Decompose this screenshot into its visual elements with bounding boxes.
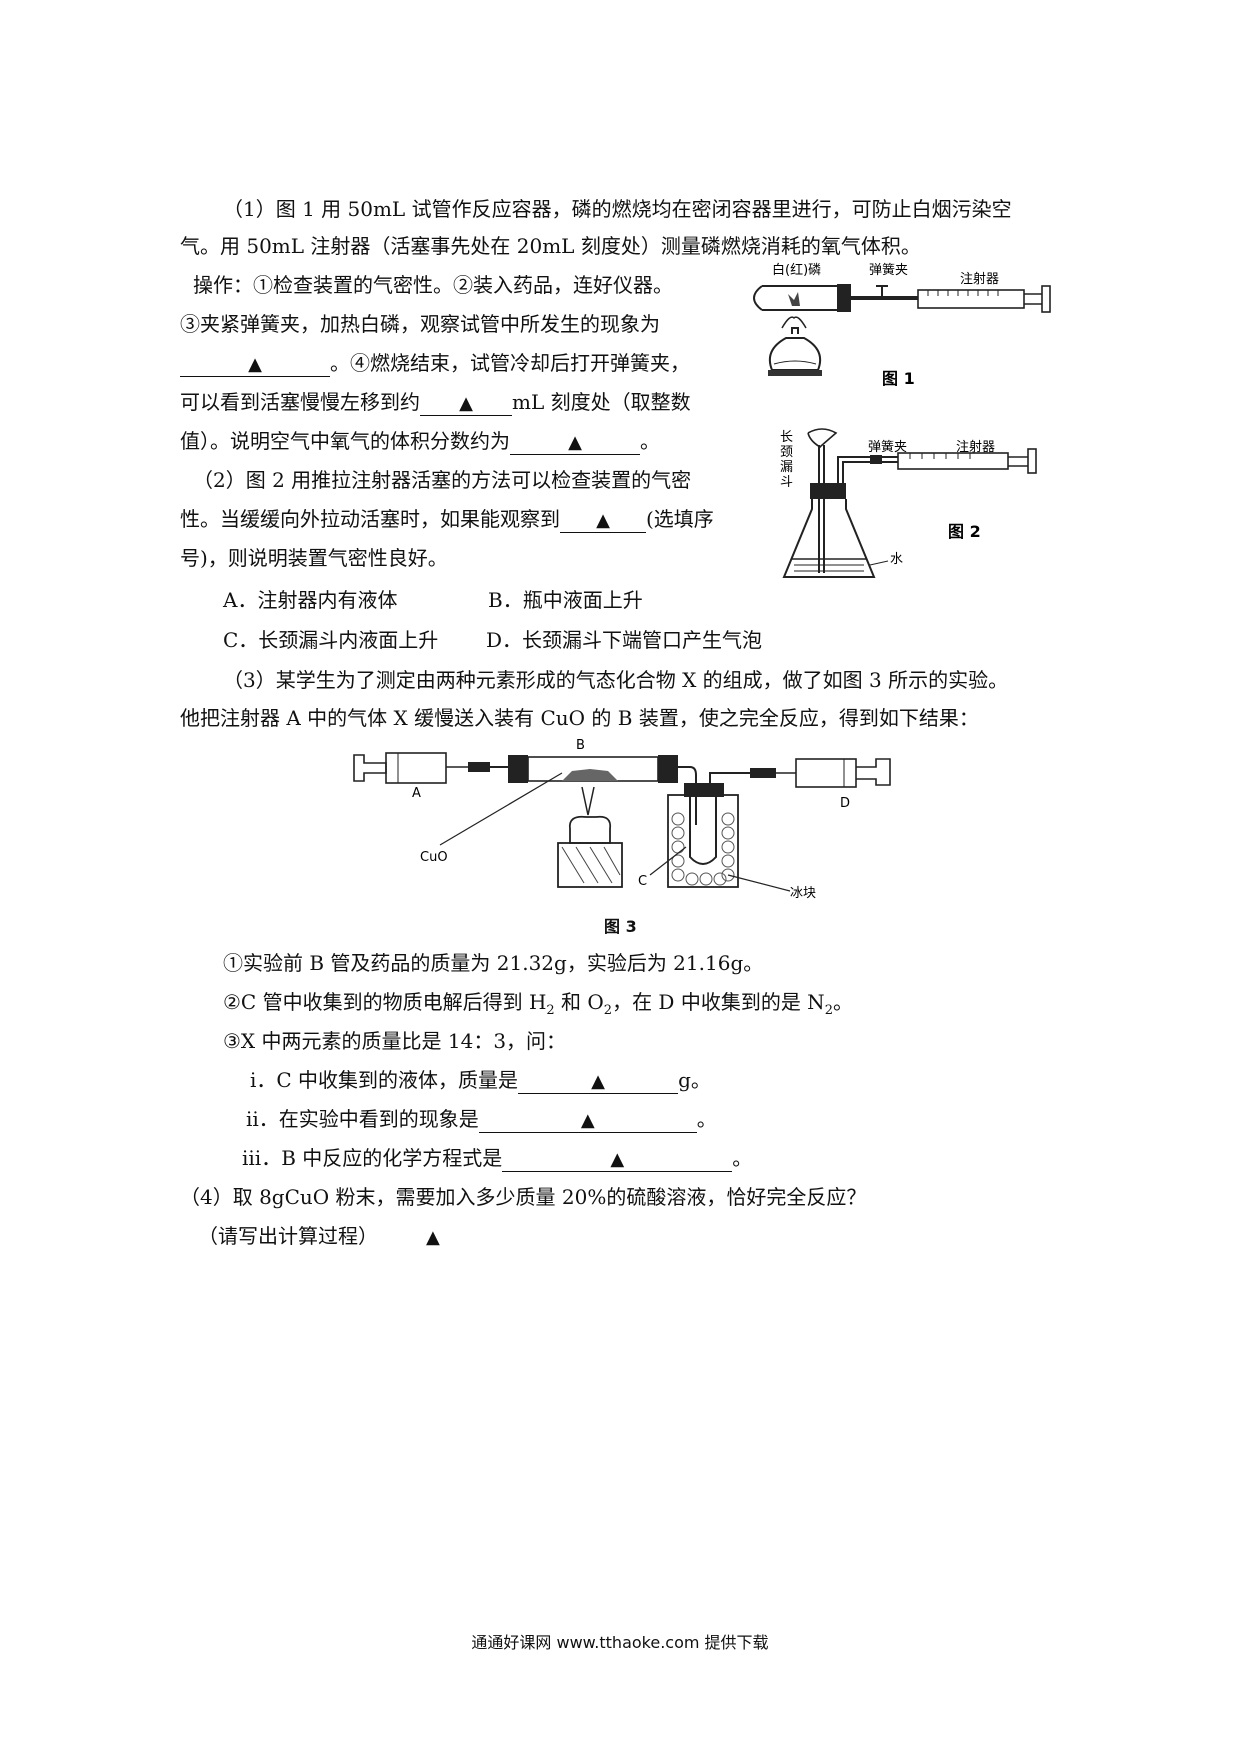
q2-option-b: B．瓶中液面上升 <box>488 588 643 612</box>
q3-fact1: ①实验前 B 管及药品的质量为 21.32g，实验后为 21.16g。 <box>223 951 764 975</box>
answer-blank[interactable]: ▲ <box>518 1067 679 1094</box>
q1-op-line3-text: 。④燃烧结束，试管冷却后打开弹簧夹， <box>330 351 690 375</box>
fig2-funnel-char: 长 <box>780 430 793 445</box>
q3-sub-ii-tail: 。 <box>696 1107 717 1131</box>
q3-line1: （3）某学生为了测定由两种元素形成的气态化合物 X 的组成，做了如图 3 所示的… <box>223 668 1009 692</box>
q2-option-c: C．长颈漏斗内液面上升 <box>223 628 439 652</box>
fig3-caption: 图 3 <box>604 917 637 936</box>
figure-1: 白(红)磷 弹簧夹 注射器 图 1 <box>742 258 1062 408</box>
q4-line2: （请写出计算过程） ▲ <box>198 1217 440 1257</box>
answer-mark: ▲ <box>248 354 262 375</box>
q1-op-line5-tail: 。 <box>640 429 660 453</box>
subscript: 2 <box>603 1003 613 1018</box>
answer-mark: ▲ <box>591 1071 605 1092</box>
q3-sub-ii-text: ⅱ．在实验中看到的现象是 <box>246 1107 479 1131</box>
q2-option-a: A．注射器内有液体 <box>223 588 398 612</box>
q1-op-line1: 操作：①检查装置的气密性。②装入药品，连好仪器。 <box>193 273 673 297</box>
fig3-label-cuo: CuO <box>420 850 448 865</box>
answer-blank[interactable]: ▲ <box>502 1145 733 1172</box>
fig3-label-b: B <box>576 738 585 753</box>
q1-op-line4: 可以看到活塞慢慢左移到约 ▲ mL 刻度处（取整数 <box>180 383 691 421</box>
q4-line2-text: （请写出计算过程） <box>198 1224 378 1248</box>
q1-op-line5: 值）。说明空气中氧气的体积分数约为 ▲ 。 <box>180 422 660 460</box>
figure-2: 长 颈 漏 斗 弹簧夹 注射器 <box>778 425 1048 585</box>
fig2-caption: 图 2 <box>948 522 981 541</box>
fig2-label-clamp: 弹簧夹 <box>868 439 907 455</box>
subscript: 2 <box>824 1003 833 1018</box>
q3-sub-i-text: ⅰ．C 中收集到的液体，质量是 <box>250 1068 519 1092</box>
q3-fact2-a: ②C 管中收集到的物质电解后得到 H <box>223 990 547 1014</box>
q1-op-line2: ③夹紧弹簧夹，加热白磷，观察试管中所发生的现象为 <box>180 312 660 336</box>
fig3-label-a: A <box>412 786 421 801</box>
q2-line2-tail: (选填序 <box>646 507 714 531</box>
q1-op-line5-text: 值）。说明空气中氧气的体积分数约为 <box>180 429 510 453</box>
answer-blank[interactable]: ▲ <box>420 389 512 416</box>
q3-line2: 他把注射器 A 中的气体 X 缓慢送入装有 CuO 的 B 装置，使之完全反应，… <box>180 706 979 730</box>
fig1-label-phosphorus: 白(红)磷 <box>772 262 821 278</box>
q3-sub-iii: ⅲ．B 中反应的化学方程式是 ▲ 。 <box>242 1139 752 1177</box>
fig2-label-syringe: 注射器 <box>956 439 995 455</box>
answer-blank[interactable]: ▲ <box>478 1106 697 1133</box>
fig1-caption: 图 1 <box>882 369 915 388</box>
fig1-label-clamp: 弹簧夹 <box>869 262 908 278</box>
subscript: 2 <box>546 1003 555 1018</box>
q3-fact3: ③X 中两元素的质量比是 14：3，问： <box>223 1029 567 1053</box>
fig2-funnel-char: 颈 <box>780 445 793 460</box>
answer-mark: ▲ <box>568 432 582 453</box>
q1-op-line4-tail: mL 刻度处（取整数 <box>512 390 691 414</box>
answer-blank[interactable]: ▲ <box>510 428 640 455</box>
answer-mark: ▲ <box>580 1110 595 1131</box>
q3-sub-iii-tail: 。 <box>732 1146 753 1170</box>
q2-line1: （2）图 2 用推拉注射器活塞的方法可以检查装置的气密 <box>193 468 692 492</box>
answer-blank[interactable]: ▲ <box>180 350 330 377</box>
q2-line2: 性。当缓缓向外拉动活塞时，如果能观察到 ▲ (选填序 <box>180 500 714 538</box>
q1-op-line3: ▲ 。④燃烧结束，试管冷却后打开弹簧夹， <box>180 344 690 382</box>
figure-3: A B CuO <box>350 735 910 925</box>
q3-sub-i-tail: g。 <box>678 1068 711 1092</box>
q3-sub-i: ⅰ．C 中收集到的液体，质量是 ▲ g。 <box>250 1061 711 1099</box>
fig3-label-ice: 冰块 <box>790 886 816 901</box>
q3-sub-ii: ⅱ．在实验中看到的现象是 ▲ 。 <box>246 1100 717 1138</box>
answer-mark: ▲ <box>426 1227 440 1248</box>
q2-line2-text: 性。当缓缓向外拉动活塞时，如果能观察到 <box>180 507 560 531</box>
q2-option-d: D．长颈漏斗下端管口产生气泡 <box>486 628 763 652</box>
answer-blank[interactable]: ▲ <box>560 506 646 533</box>
fig2-label-water: 水 <box>890 552 903 567</box>
fig2-funnel-char: 斗 <box>780 475 793 490</box>
q4-line1: （4）取 8gCuO 粉末，需要加入多少质量 20%的硫酸溶液，恰好完全反应？ <box>180 1185 867 1209</box>
q2-line3: 号)，则说明装置气密性良好。 <box>180 546 448 570</box>
q3-fact2-d: 。 <box>832 990 853 1014</box>
q3-fact2-b: 和 O <box>554 990 604 1014</box>
q1-op-line4-text: 可以看到活塞慢慢左移到约 <box>180 390 420 414</box>
q1-line2: 气。用 50mL 注射器（活塞事先处在 20mL 刻度处）测量磷燃烧消耗的氧气体… <box>180 234 921 258</box>
fig3-label-d: D <box>840 796 850 811</box>
q3-fact2: ②C 管中收集到的物质电解后得到 H2 和 O2，在 D 中收集到的是 N2。 <box>223 983 853 1030</box>
answer-mark: ▲ <box>596 510 610 531</box>
footer: 通通好课网 www.tthaoke.com 提供下载 <box>471 1633 769 1652</box>
q3-fact2-c: ，在 D 中收集到的是 N <box>612 990 825 1014</box>
q3-sub-iii-text: ⅲ．B 中反应的化学方程式是 <box>242 1146 503 1170</box>
fig1-label-syringe: 注射器 <box>960 271 999 287</box>
answer-mark: ▲ <box>459 393 473 414</box>
answer-mark: ▲ <box>610 1149 625 1170</box>
fig3-label-c: C <box>638 874 647 889</box>
fig2-funnel-char: 漏 <box>780 459 793 475</box>
q1-line1: （1）图 1 用 50mL 试管作反应容器，磷的燃烧均在密闭容器里进行，可防止白… <box>223 197 1012 221</box>
